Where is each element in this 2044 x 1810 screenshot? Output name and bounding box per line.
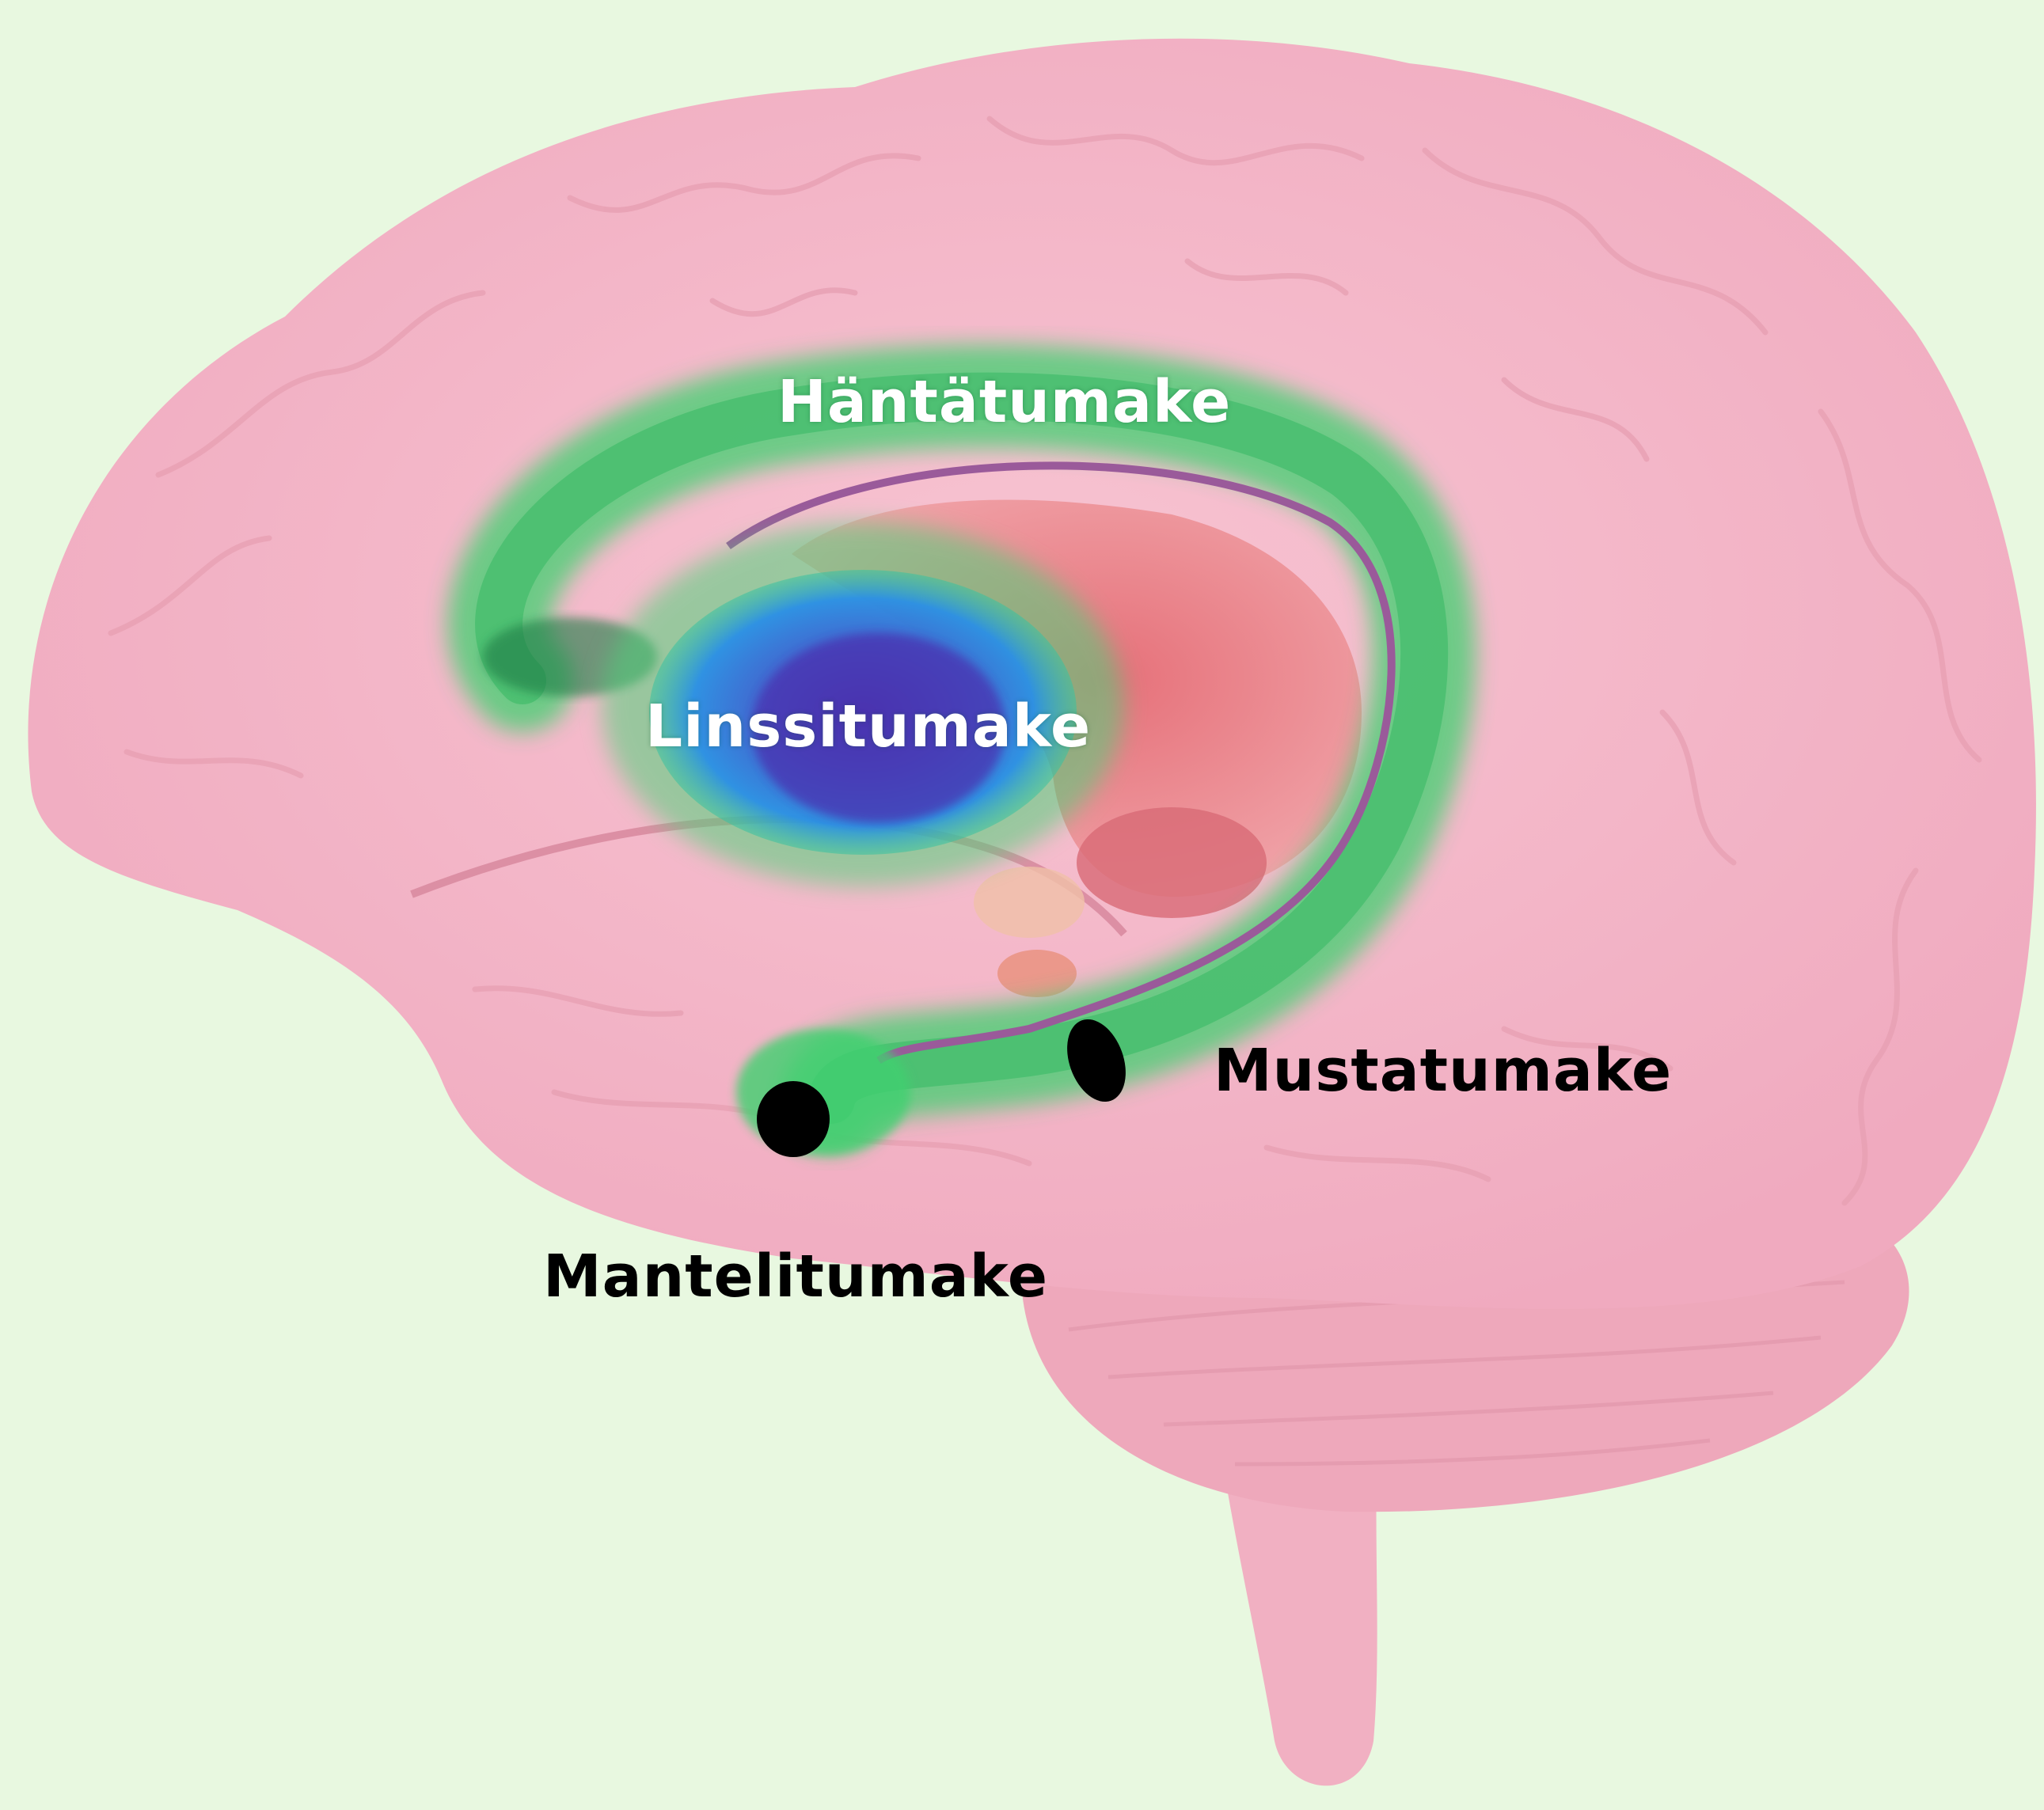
label-caudate: Häntätumake: [777, 368, 1231, 436]
label-substantia-nigra: Mustatumake: [1214, 1037, 1672, 1105]
label-amygdala: Mantelitumake: [543, 1243, 1048, 1311]
amygdala-marker: [757, 1081, 830, 1157]
label-lentiform: Linssitumake: [645, 693, 1091, 761]
